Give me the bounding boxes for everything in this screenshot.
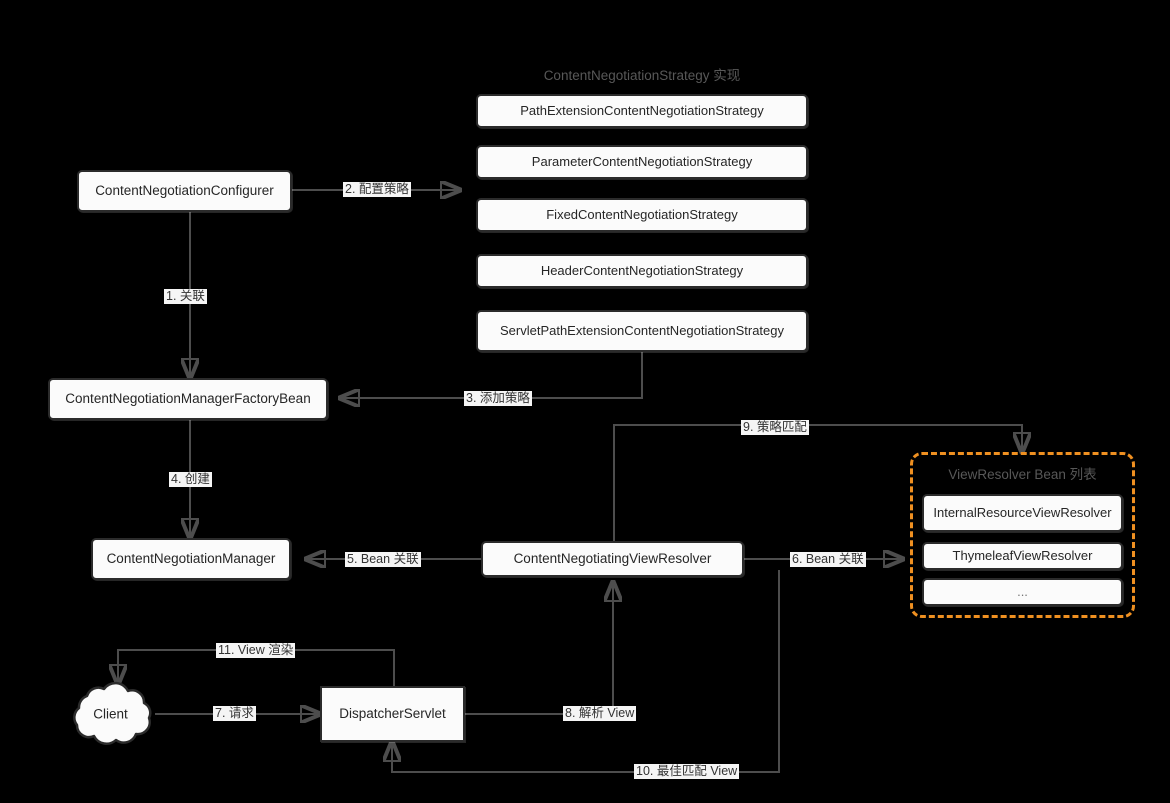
edge-label-associate: 1. 关联 bbox=[164, 289, 207, 304]
edge-label-configure-strategy: 2. 配置策略 bbox=[343, 182, 411, 197]
strategy-box-path-extension[interactable]: PathExtensionContentNegotiationStrategy bbox=[476, 94, 808, 128]
node-client[interactable]: Client bbox=[63, 676, 158, 752]
edge-label-create: 4. 创建 bbox=[169, 472, 212, 487]
edge-label-best-match-view: 10. 最佳匹配 View bbox=[634, 764, 740, 779]
cloud-icon bbox=[73, 681, 152, 745]
node-content-negotiating-view-resolver[interactable]: ContentNegotiatingViewResolver bbox=[481, 541, 744, 577]
strategy-box-parameter[interactable]: ParameterContentNegotiationStrategy bbox=[476, 145, 808, 179]
node-content-negotiation-manager-factory-bean[interactable]: ContentNegotiationManagerFactoryBean bbox=[48, 378, 328, 420]
view-resolver-group-title: ViewResolver Bean 列表 bbox=[948, 467, 1097, 482]
view-resolver-item-thymeleaf[interactable]: ThymeleafViewResolver bbox=[922, 542, 1123, 570]
node-content-negotiation-manager[interactable]: ContentNegotiationManager bbox=[91, 538, 291, 580]
strategy-box-fixed[interactable]: FixedContentNegotiationStrategy bbox=[476, 198, 808, 232]
view-resolver-bean-group: ViewResolver Bean 列表 bbox=[910, 452, 1135, 618]
strategy-box-servlet-path-extension[interactable]: ServletPathExtensionContentNegotiationSt… bbox=[476, 310, 808, 352]
edge-label-bean-assoc-manager: 5. Bean 关联 bbox=[345, 552, 421, 567]
strategy-box-header[interactable]: HeaderContentNegotiationStrategy bbox=[476, 254, 808, 288]
edge-label-view-render: 11. View 渲染 bbox=[216, 643, 296, 658]
wire-resolve-view bbox=[465, 582, 613, 715]
view-resolver-item-internal-resource[interactable]: InternalResourceViewResolver bbox=[922, 494, 1123, 532]
edge-label-strategy-match: 9. 策略匹配 bbox=[741, 420, 809, 435]
wire-add-strategy bbox=[340, 344, 643, 398]
node-content-negotiation-configurer[interactable]: ContentNegotiationConfigurer bbox=[77, 170, 292, 212]
edge-label-bean-assoc-resolvers: 6. Bean 关联 bbox=[790, 552, 866, 567]
edge-label-resolve-view: 8. 解析 View bbox=[563, 706, 637, 721]
edge-label-request: 7. 请求 bbox=[213, 706, 256, 721]
client-label: Client bbox=[93, 706, 128, 722]
edge-label-add-strategy: 3. 添加策略 bbox=[464, 391, 532, 406]
view-resolver-item-ellipsis[interactable]: ... bbox=[922, 578, 1123, 606]
node-dispatcher-servlet[interactable]: DispatcherServlet bbox=[320, 686, 465, 742]
strategy-group-title: ContentNegotiationStrategy 实现 bbox=[543, 68, 741, 83]
